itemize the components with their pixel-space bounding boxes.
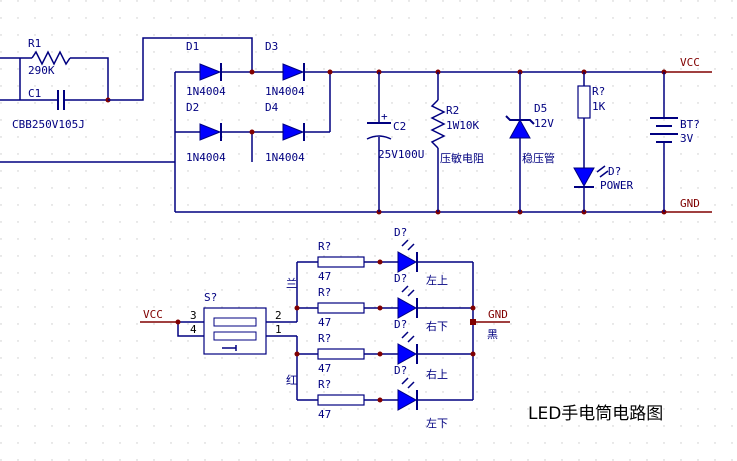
led-3-label: 右上 [426, 367, 448, 381]
vcc-input: VCC [140, 308, 204, 337]
d5-ref: D5 [534, 102, 547, 115]
r2-desc: 压敏电阻 [440, 151, 484, 165]
d4-diode [282, 123, 305, 141]
s-ref: S? [204, 291, 217, 304]
led-3-r-ref: R? [318, 332, 331, 345]
d3-diode [282, 63, 305, 81]
rq-ref: R? [592, 85, 605, 98]
d2-value: 1N4004 [186, 151, 226, 164]
r1-value: 290K [28, 64, 55, 77]
led-2-r-value: 47 [318, 316, 331, 329]
d4-value: 1N4004 [265, 151, 305, 164]
blue-wire-label: 兰 [286, 277, 297, 290]
led-1-label: 左上 [426, 274, 448, 287]
gnd-net-label: GND [680, 197, 700, 210]
diagram-title: LED手电筒电路图 [528, 404, 663, 424]
d4-ref: D4 [265, 101, 279, 114]
d5-desc: 稳压管 [522, 151, 555, 165]
black-wire-label: 黑 [487, 328, 498, 341]
led-3-d-ref: D? [394, 318, 407, 331]
pin-3: 3 [190, 309, 197, 322]
d1-value: 1N4004 [186, 85, 226, 98]
s-switch: S? 3 4 2 1 [190, 291, 282, 355]
gnd-output: GND 黑 [470, 262, 510, 400]
d3-value: 1N4004 [265, 85, 305, 98]
pin-4: 4 [190, 323, 197, 336]
gnd-output-label: GND [488, 308, 508, 321]
c2-capacitor: + C2 25V100U [366, 72, 424, 212]
led-4-r-ref: R? [318, 378, 331, 391]
red-wire-label: 红 [286, 374, 297, 387]
led-1-r-value: 47 [318, 270, 331, 283]
led-1-r-ref: R? [318, 240, 331, 253]
led-4-r-value: 47 [318, 408, 331, 421]
c2-value: 25V100U [378, 148, 424, 161]
c2-ref: C2 [393, 120, 406, 133]
bt-value: 3V [680, 132, 694, 145]
d3-ref: D3 [265, 40, 278, 53]
led-1-d-ref: D? [394, 226, 407, 239]
vcc-net-label: VCC [680, 56, 700, 69]
led-4-d-ref: D? [394, 364, 407, 377]
input-network: R1 290K C1 CBB250V105J [0, 37, 253, 163]
bridge-rectifier: D1 1N4004 D2 1N4004 D3 1N4004 D4 1N4004 [174, 40, 330, 212]
led-4: R? 47 D? 左下 [317, 364, 473, 430]
dpow-ref: D? [608, 165, 621, 178]
r1-resistor [31, 50, 71, 66]
r2-value: 1W10K [446, 119, 479, 132]
led-1: R? 47 D? 左上 [317, 226, 473, 287]
dpow-value: POWER [600, 179, 633, 192]
d5-zener: D5 12V 稳压管 [505, 72, 555, 212]
pin-1: 1 [275, 323, 282, 336]
rq-value: 1K [592, 100, 606, 113]
pin-2: 2 [275, 309, 282, 322]
vcc-input-label: VCC [143, 308, 163, 321]
r2-varistor: R2 1W10K 压敏电阻 [430, 72, 484, 212]
led-branch-wiring: 兰 红 [266, 261, 318, 401]
c1-value: CBB250V105J [12, 118, 85, 131]
d5-value: 12V [534, 117, 554, 130]
d2-ref: D2 [186, 101, 199, 114]
bt-ref: BT? [680, 118, 700, 131]
d1-diode [199, 63, 222, 81]
bt-battery: BT? 3V [650, 72, 700, 212]
r1-ref: R1 [28, 37, 41, 50]
power-indicator: R? 1K D? POWER [573, 72, 633, 212]
led-3-r-value: 47 [318, 362, 331, 375]
led-2: R? 47 D? 右下 [317, 272, 473, 333]
led-2-d-ref: D? [394, 272, 407, 285]
dc-rails: VCC GND [175, 56, 712, 215]
r2-ref: R2 [446, 104, 459, 117]
c2-polarity: + [381, 110, 388, 123]
led-2-r-ref: R? [318, 286, 331, 299]
led-4-label: 左下 [426, 417, 448, 430]
d1-ref: D1 [186, 40, 199, 53]
c1-ref: C1 [28, 87, 41, 100]
d2-diode [199, 123, 222, 141]
led-3: R? 47 D? 右上 [317, 318, 473, 381]
led-2-label: 右下 [426, 319, 448, 333]
